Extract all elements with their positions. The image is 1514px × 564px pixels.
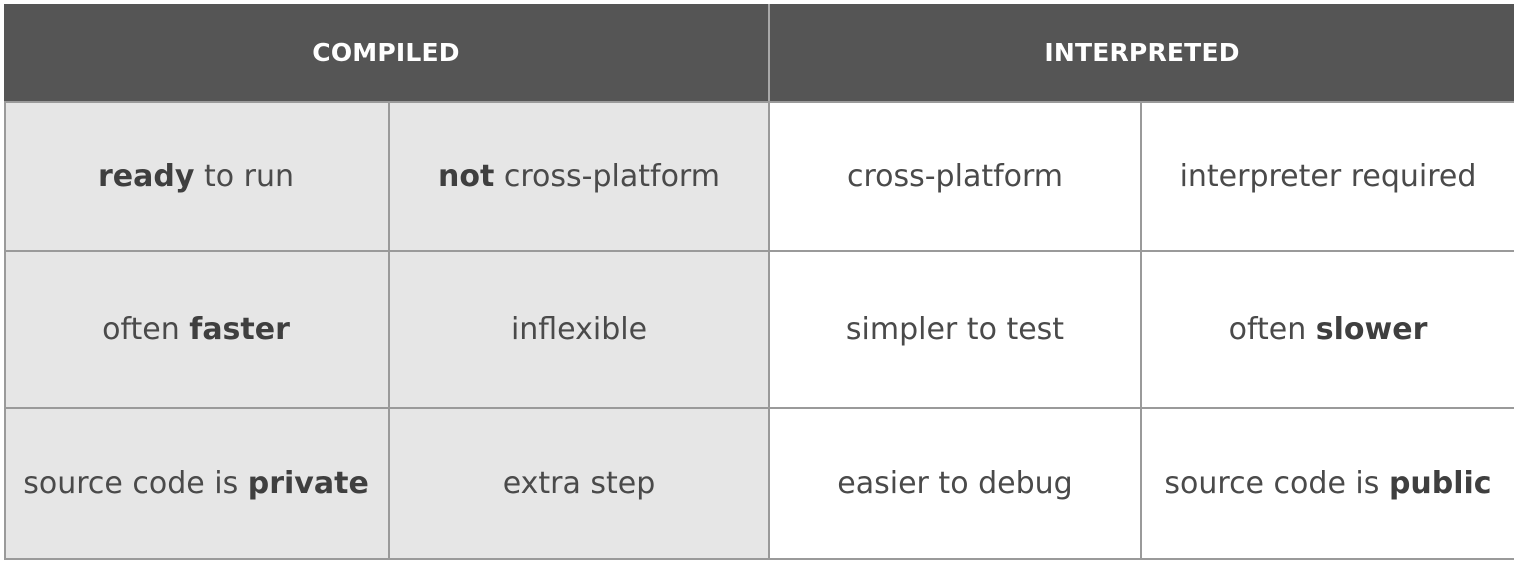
cell-r2-c1: often faster: [4, 252, 388, 407]
grid-vline-1: [4, 101, 6, 560]
header-interpreted-label: INTERPRETED: [1044, 38, 1240, 67]
cell-r1-c3: cross-platform: [770, 103, 1140, 250]
grid-vline-4: [1140, 101, 1142, 560]
cell-text: extra step: [502, 466, 656, 501]
cell-r3-c2: extra step: [390, 409, 768, 558]
header-compiled-label: COMPILED: [312, 38, 460, 67]
cell-r1-c2: not cross-platform: [390, 103, 768, 250]
grid-hline-2: [4, 250, 1514, 252]
cell-text: often slower: [1228, 312, 1428, 347]
cell-text: inflexible: [510, 312, 648, 347]
grid-hline-4: [4, 558, 1514, 560]
cell-r3-c1: source code is private: [4, 409, 388, 558]
grid-hline-3: [4, 407, 1514, 409]
cell-text: often faster: [102, 312, 290, 347]
cell-text: source code is private: [23, 466, 369, 501]
grid-hline-1: [4, 101, 1514, 103]
cell-text: source code is public: [1164, 466, 1492, 501]
cell-r3-c3: easier to debug: [770, 409, 1140, 558]
header-compiled: COMPILED: [4, 4, 768, 101]
comparison-table: COMPILED INTERPRETED ready to run not cr…: [4, 4, 1514, 560]
cell-text: simpler to test: [845, 312, 1065, 347]
cell-text: cross-platform: [846, 159, 1064, 194]
cell-r2-c3: simpler to test: [770, 252, 1140, 407]
grid-vline-3: [768, 101, 770, 560]
cell-r2-c4: often slower: [1142, 252, 1514, 407]
cell-text: interpreter required: [1179, 159, 1477, 194]
cell-text: easier to debug: [837, 466, 1073, 501]
grid-vline-2: [388, 101, 390, 560]
header-divider: [768, 4, 770, 101]
cell-text: ready to run: [98, 159, 294, 194]
cell-r3-c4: source code is public: [1142, 409, 1514, 558]
cell-r2-c2: inflexible: [390, 252, 768, 407]
cell-r1-c4: interpreter required: [1142, 103, 1514, 250]
cell-text: not cross-platform: [438, 159, 720, 194]
header-interpreted: INTERPRETED: [770, 4, 1514, 101]
cell-r1-c1: ready to run: [4, 103, 388, 250]
